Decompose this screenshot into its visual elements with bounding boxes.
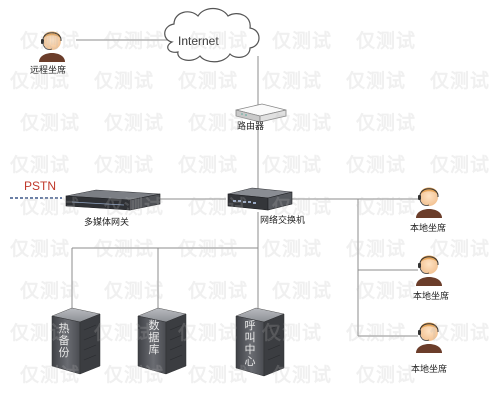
internet-label: Internet: [178, 34, 219, 48]
router-icon: [235, 103, 287, 123]
remote-agent-label: 远程坐席: [30, 66, 67, 76]
server-database-label: 数据库: [148, 319, 160, 356]
network-switch-label: 网络交换机: [260, 216, 306, 226]
network-switch-icon: [227, 187, 293, 211]
local-agent-2-icon: [416, 255, 442, 286]
server-call-center-label: 呼叫中心: [244, 319, 256, 368]
connection-lines: [71, 39, 418, 337]
media-gateway-icon: [65, 189, 161, 211]
local-agent-2-label: 本地坐席: [413, 292, 450, 302]
router-label: 路由器: [237, 122, 265, 132]
pstn-label: PSTN: [24, 179, 57, 193]
server-database-icon: [137, 307, 187, 375]
server-call-center-icon: [235, 307, 285, 377]
local-agent-3-label: 本地坐席: [411, 365, 448, 375]
local-agent-1-label: 本地坐席: [410, 224, 447, 234]
local-agent-1-icon: [416, 187, 442, 218]
internet-cloud-icon: [164, 7, 260, 63]
server-hot-backup-label: 热备份: [58, 322, 70, 359]
media-gateway-label: 多媒体网关: [84, 218, 130, 228]
remote-agent-icon: [39, 31, 65, 62]
local-agent-3-icon: [416, 322, 442, 353]
server-hot-backup-icon: [51, 307, 101, 375]
